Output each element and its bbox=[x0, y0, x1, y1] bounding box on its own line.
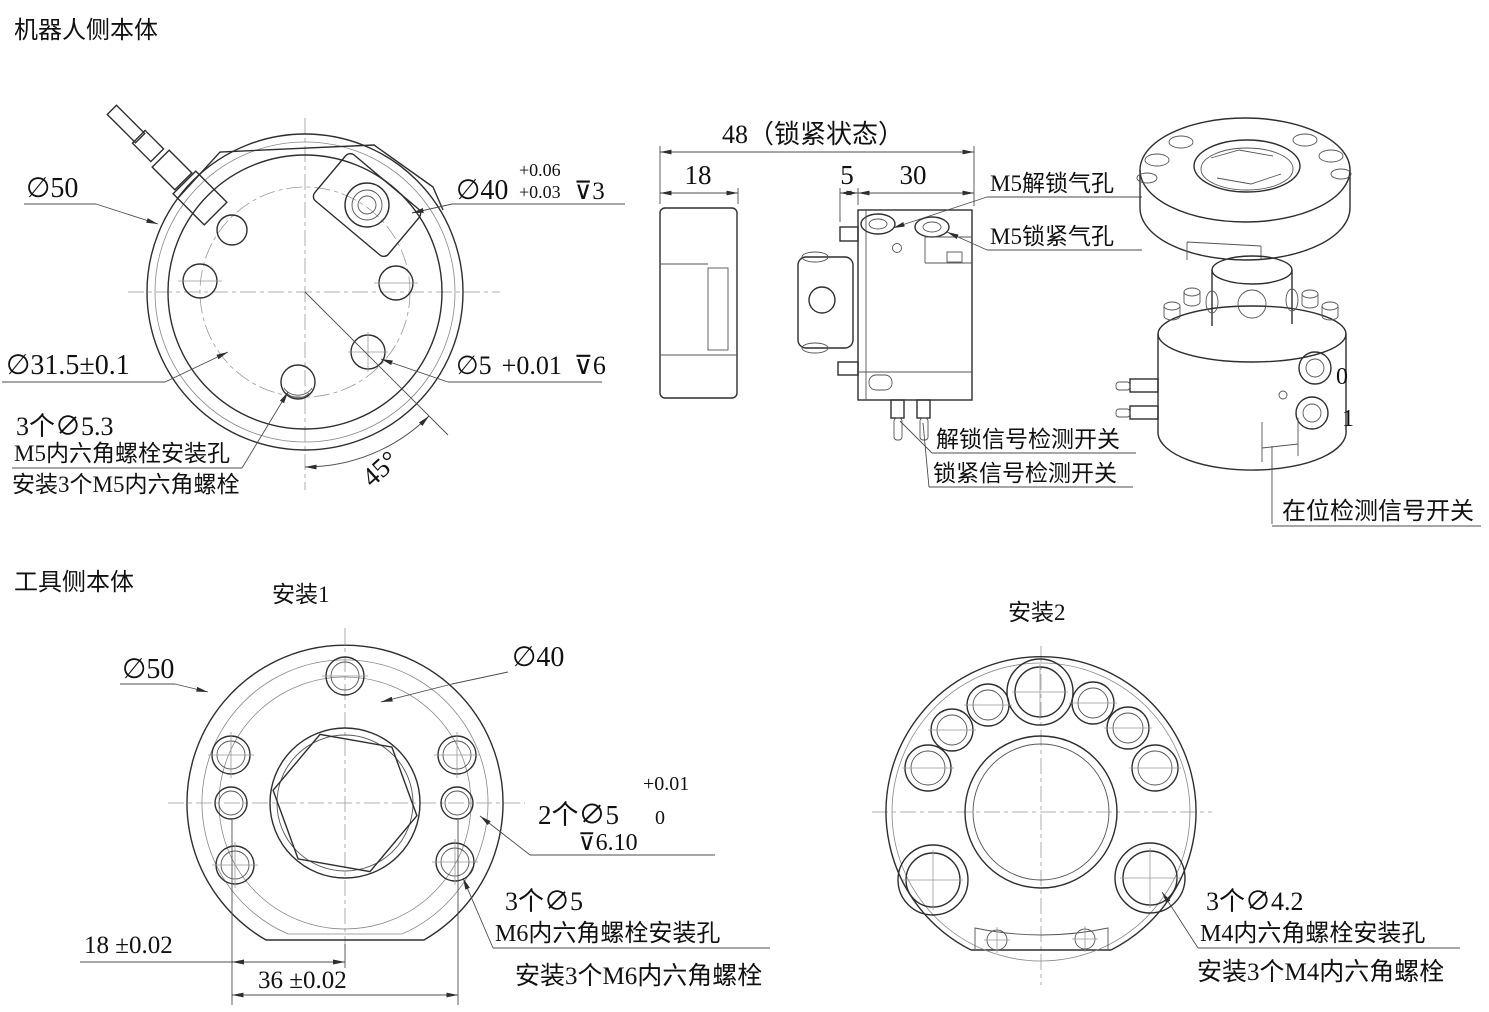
iso-side-holes: 0 1 bbox=[1278, 351, 1354, 432]
install2-holes bbox=[897, 658, 1186, 916]
install2-view bbox=[872, 646, 1212, 985]
install2-callout: 3个∅4.2 M4内六角螺栓安装孔 安装3个M4内六角螺栓 bbox=[1161, 887, 1460, 986]
install1-dim18-label: 18 ±0.02 bbox=[84, 932, 173, 959]
install1-pin-tol-lower: 0 bbox=[655, 807, 665, 829]
side-view-dimensions: 48（锁紧状态） 18 5 30 bbox=[659, 120, 975, 222]
iso-mark-0: 0 bbox=[1336, 364, 1348, 390]
sensor-cables bbox=[890, 399, 931, 441]
unlock-switch-label: 解锁信号检测开关 bbox=[936, 427, 1120, 452]
dim30-label: 30 bbox=[900, 160, 927, 190]
lock-port-label: M5锁紧气孔 bbox=[990, 224, 1114, 249]
install1-pin-depth: ⊽6.10 bbox=[578, 830, 638, 856]
m5-note-qty: 3个∅5.3 bbox=[16, 412, 114, 441]
dim48-label: 48（锁紧状态） bbox=[722, 120, 904, 149]
dia40-depth: ⊽3 bbox=[574, 178, 605, 205]
iso-center-boss bbox=[1205, 255, 1299, 326]
iso-mark-1: 1 bbox=[1342, 406, 1354, 432]
dowel-hole-45 bbox=[348, 332, 388, 372]
side-view-callouts: M5解锁气孔 M5锁紧气孔 解锁信号检测开关 锁紧信号检测开关 bbox=[892, 171, 1142, 488]
dim18-label: 18 bbox=[685, 160, 712, 190]
install1-pin-tol-upper: +0.01 bbox=[643, 773, 689, 795]
install1-holes bbox=[208, 656, 480, 888]
bolt-hole-bottom bbox=[280, 364, 316, 400]
install2-note-install: 安装3个M4内六角螺栓 bbox=[1197, 958, 1444, 986]
dia5-label: ∅5+0.01⊽6 bbox=[456, 351, 606, 380]
bolt-hole-left bbox=[178, 263, 222, 299]
bolt-hole-right bbox=[374, 265, 418, 301]
install1-note-qty: 3个∅5 bbox=[505, 887, 583, 916]
install1-note-install: 安装3个M6内六角螺栓 bbox=[515, 962, 762, 990]
m5-note-install: 安装3个M5内六角螺栓 bbox=[12, 472, 239, 497]
side-view-tool-plate bbox=[659, 207, 738, 399]
install1-pin-qty: 2个∅5 bbox=[538, 800, 619, 830]
dia50-label: ∅50 bbox=[26, 173, 78, 204]
angle-45-label: 45° bbox=[356, 445, 404, 493]
install1-dim36-label: 36 ±0.02 bbox=[258, 967, 347, 994]
install2-note-qty: 3个∅4.2 bbox=[1206, 887, 1304, 916]
dim5-label: 5 bbox=[840, 160, 854, 190]
install1-dia50-label: ∅50 bbox=[122, 654, 174, 685]
robot-side-title: 机器人侧本体 bbox=[14, 17, 158, 44]
iso-top-studs bbox=[1163, 287, 1339, 321]
robot-front-dimensions: ∅50 ∅40 +0.06 +0.03 ⊽3 ∅31.5±0.1 3个∅5.3 … bbox=[2, 160, 625, 497]
dia31-label: ∅31.5±0.1 bbox=[6, 350, 130, 381]
iso-tool-ring bbox=[1136, 117, 1352, 261]
install1-note-hole: M6内六角螺栓安装孔 bbox=[495, 920, 720, 947]
m5-note-hole: M5内六角螺栓安装孔 bbox=[14, 441, 230, 466]
install2-title: 安装2 bbox=[1008, 600, 1066, 625]
inposition-callout: 在位检测信号开关 bbox=[1271, 446, 1481, 527]
dia40-tol-upper: +0.06 bbox=[519, 160, 561, 180]
install2-note-hole: M4内六角螺栓安装孔 bbox=[1200, 920, 1425, 947]
install1-view bbox=[168, 628, 525, 948]
install1-dimensions: ∅50 ∅40 +0.01 2个∅5 0 ⊽6.10 3个∅5 M6内六角螺栓安… bbox=[80, 642, 770, 1005]
inposition-switch-label: 在位检测信号开关 bbox=[1282, 498, 1474, 525]
dia40-tol-lower: +0.03 bbox=[519, 182, 561, 202]
unlock-port-label: M5解锁气孔 bbox=[990, 171, 1114, 196]
side-view: 48（锁紧状态） 18 5 30 M5解锁气孔 M5锁紧气孔 解锁信号检测开关 … bbox=[659, 120, 1142, 488]
locating-block bbox=[312, 152, 422, 258]
install1-title: 安装1 bbox=[272, 582, 330, 607]
side-view-robot-body bbox=[797, 209, 973, 441]
install2-tab-holes bbox=[984, 926, 1098, 953]
cable-connector bbox=[106, 104, 248, 246]
tool-side-title: 工具侧本体 bbox=[14, 569, 134, 596]
iso-robot-body: 0 1 bbox=[1115, 255, 1354, 471]
install1-dia40-label: ∅40 bbox=[512, 642, 564, 673]
iso-cables bbox=[1115, 378, 1159, 420]
dia40-label: ∅40 bbox=[456, 175, 508, 206]
robot-side-front-view: 45° bbox=[106, 104, 500, 493]
lock-switch-label: 锁紧信号检测开关 bbox=[933, 461, 1117, 486]
